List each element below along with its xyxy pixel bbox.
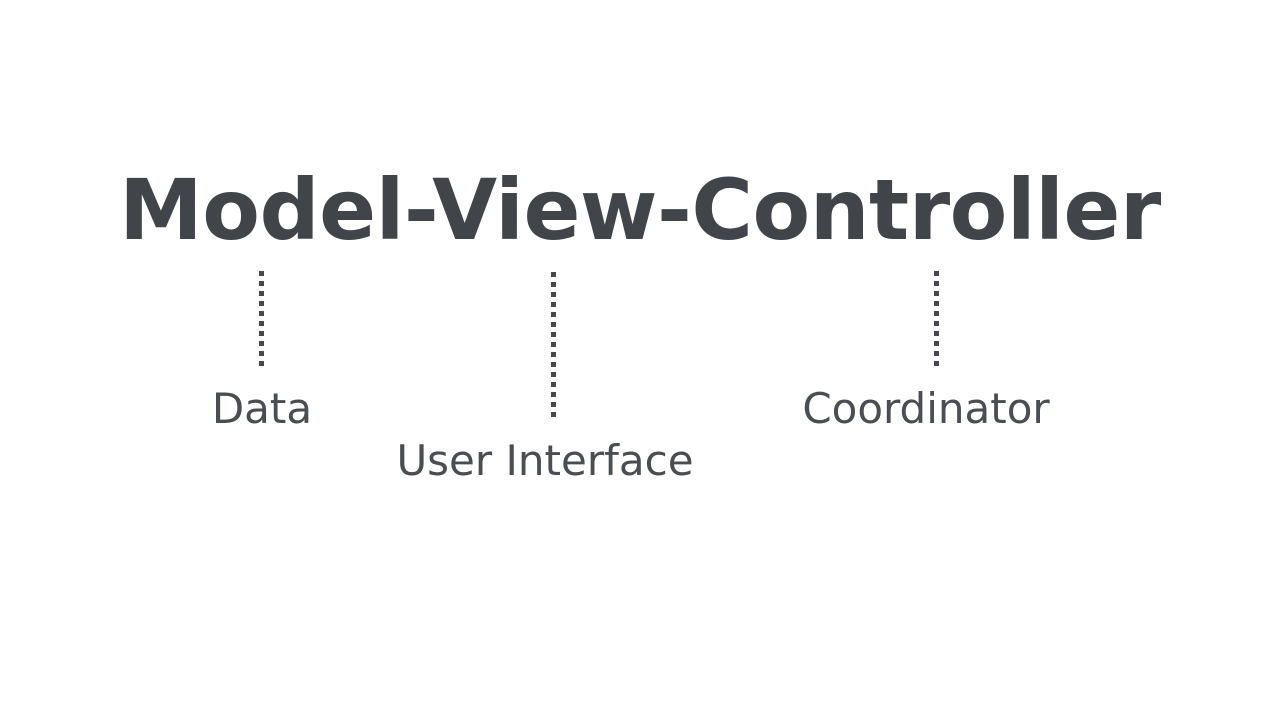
connector-line-model <box>259 271 264 367</box>
label-view-meaning: User Interface <box>396 436 694 485</box>
connector-line-controller <box>934 271 939 367</box>
page-title: Model-View-Controller <box>119 161 1161 259</box>
label-controller-meaning: Coordinator <box>802 384 1050 433</box>
connector-line-view <box>551 272 556 419</box>
label-model-meaning: Data <box>211 384 313 433</box>
